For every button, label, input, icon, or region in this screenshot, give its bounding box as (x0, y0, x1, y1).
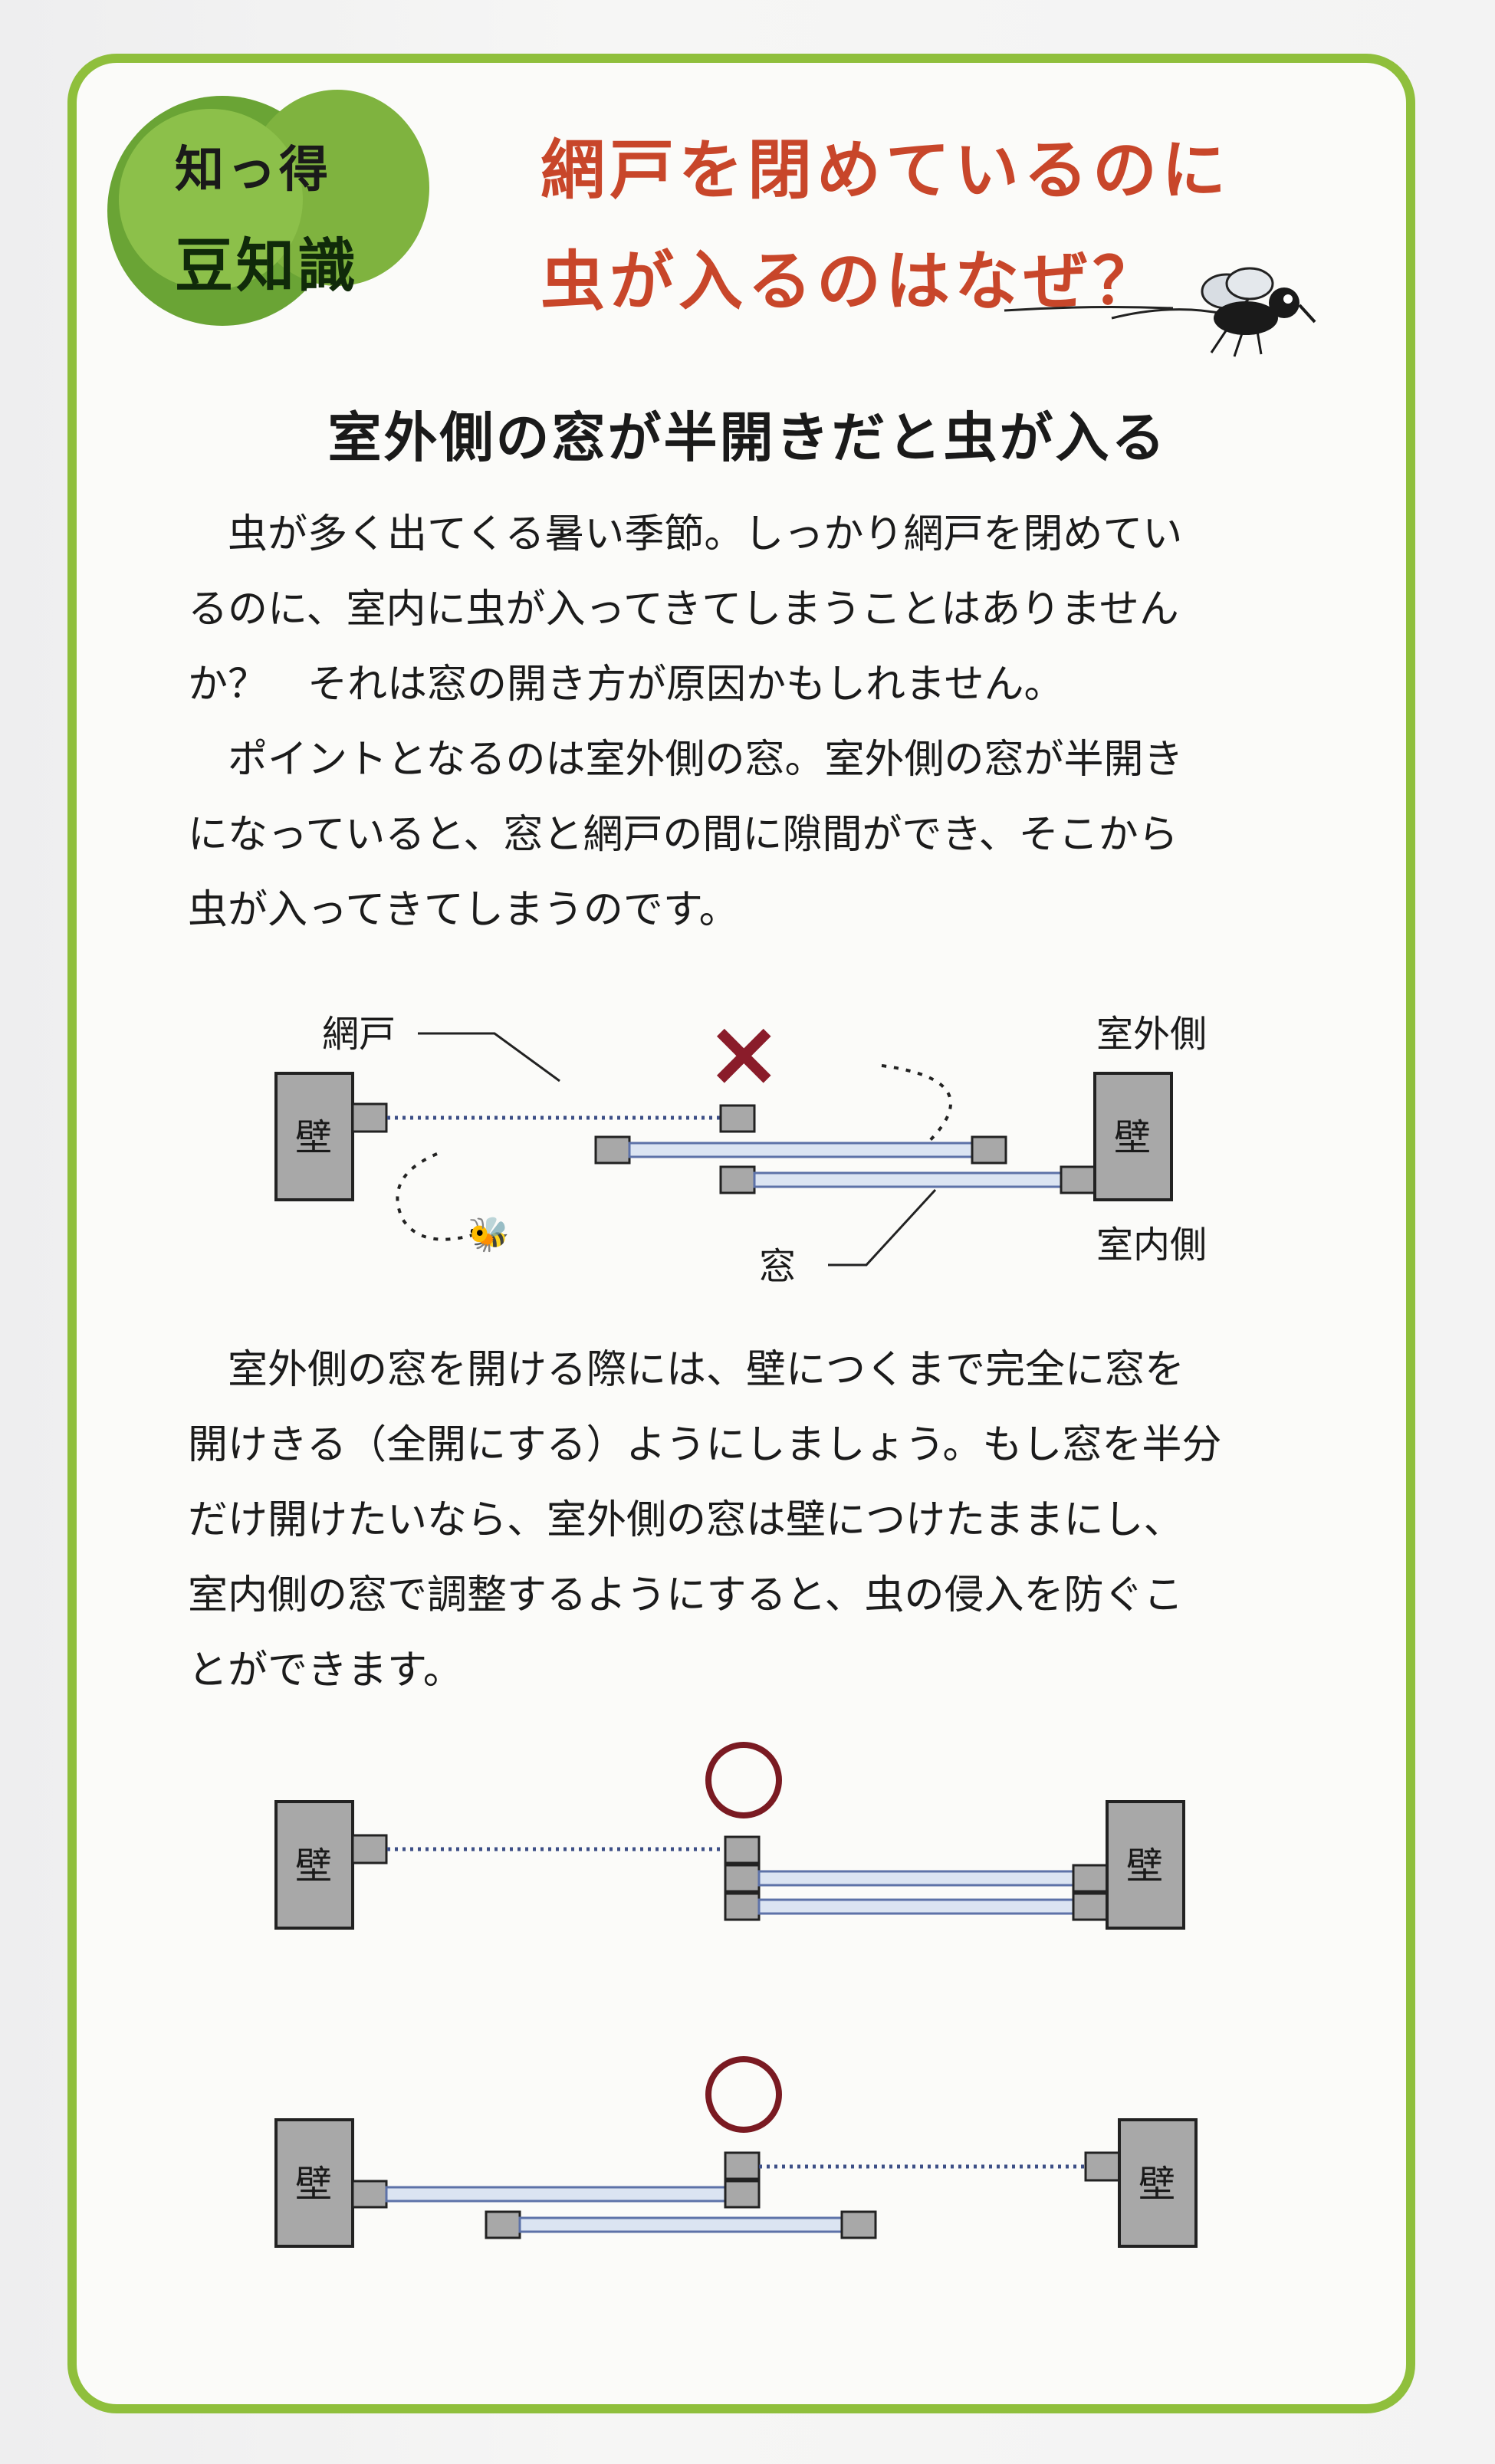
text-line: るのに、室内に虫が入ってきてしまうことはありません (188, 586, 1179, 632)
insect-icon: 🐝 (468, 1215, 510, 1254)
paragraph-1: 虫が多く出てくる暑い季節。しっかり網戸を閉めてい るのに、室内に虫が入ってきてし… (188, 497, 1315, 948)
text-line: 虫が多く出てくる暑い季節。しっかり網戸を閉めてい (188, 511, 1183, 557)
wall-right (1118, 2118, 1198, 2248)
inner-window (753, 1171, 1063, 1188)
outer-window (628, 1142, 974, 1158)
text-line: になっていると、窓と網戸の間に隙間ができ、そこから (188, 812, 1178, 858)
svg-text:○: ○ (728, 2069, 729, 2071)
text-line: 虫が入ってきてしまうのです。 (188, 887, 739, 933)
wall-left (274, 1072, 354, 1201)
main-title-line1: 網戸を閉めているのに (540, 133, 1231, 208)
wall-label: 壁 (1126, 1845, 1163, 1887)
paragraph-2: 室外側の窓を開ける際には、壁につくまで完全に窓を 開けきる（全開にする）ようにし… (188, 1332, 1315, 1708)
good-mark-icon (705, 2056, 782, 2133)
text-line: か？ それは窓の開き方が原因かもしれません。 (188, 662, 1064, 708)
wall-label: 壁 (295, 1845, 332, 1887)
diagram-half-open: 網戸 × 室外側 壁 🐝 壁 窓 室内側 (274, 1000, 1207, 1288)
wall-label: 壁 (295, 1116, 332, 1159)
label-window: 窓 (759, 1245, 796, 1288)
text-line: 室内側の窓で調整するようにすると、虫の侵入を防ぐこ (188, 1572, 1184, 1618)
text-line: 開けきる（全開にする）ようにしましょう。もし窓を半分 (188, 1422, 1222, 1468)
text-line: ポイントとなるのは室外側の窓。室外側の窓が半開き (188, 737, 1184, 783)
good-mark-icon (705, 1742, 782, 1818)
wall-right (1093, 1072, 1173, 1201)
bean-badge-icon (107, 90, 429, 326)
badge-line2: 豆知識 (175, 232, 359, 300)
main-title-line2: 虫が入るのはなぜ？ (540, 244, 1162, 319)
diagram-outer-closed: ○ 壁 壁 (274, 2056, 1198, 2248)
bad-mark-icon: × (705, 1000, 783, 1107)
wall-label: 壁 (295, 2163, 332, 2206)
wall-left (274, 1800, 354, 1930)
diagram-fully-open: ○ 壁 壁 (274, 1742, 1185, 1930)
label-outside: 室外側 (1096, 1013, 1207, 1056)
info-panel (67, 54, 1415, 2413)
label-screen: 網戸 (322, 1013, 396, 1056)
subheading: 室外側の窓が半開きだと虫が入る (327, 406, 1168, 469)
svg-text:○: ○ (728, 1755, 729, 1756)
wall-right (1106, 1800, 1185, 1930)
wall-label: 壁 (1138, 2163, 1175, 2206)
badge-line1: 知っ得 (175, 142, 331, 199)
mosquito-icon (1004, 267, 1316, 357)
text-line: 室外側の窓を開ける際には、壁につくまで完全に窓を (188, 1347, 1185, 1393)
wall-label: 壁 (1114, 1116, 1151, 1159)
label-inside: 室内側 (1096, 1224, 1207, 1266)
text-line: だけ開けたいなら、室外側の窓は壁につけたままにし、 (188, 1497, 1184, 1543)
text-line: とができます。 (188, 1648, 463, 1694)
